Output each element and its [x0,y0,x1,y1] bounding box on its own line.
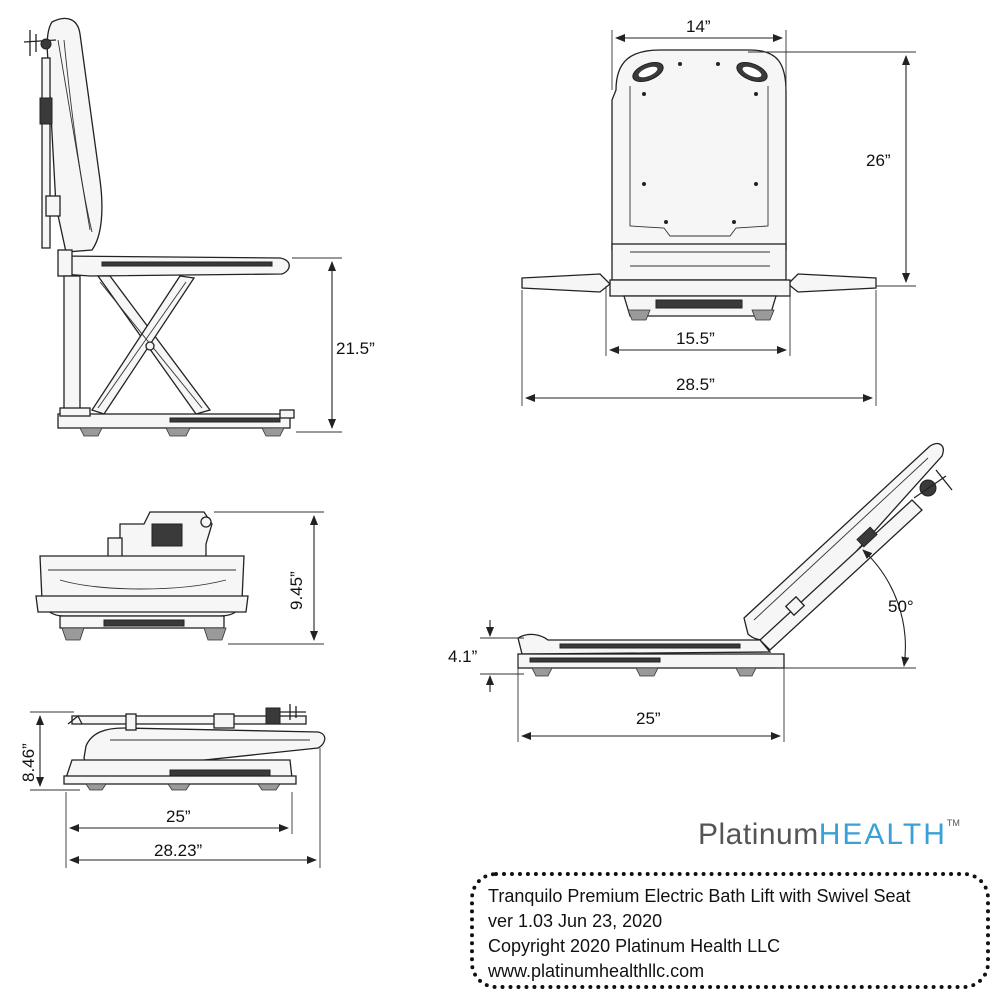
flaps-width-label: 28.5” [676,375,715,394]
front-view: 14” 26” 15.5” 28.5” [521,17,916,406]
top-view: 9.45” [35,511,324,645]
product-title: Tranquilo Premium Electric Bath Lift wit… [488,886,911,906]
back-height-label: 26” [866,151,891,170]
copyright-line: Copyright 2020 Platinum Health LLC [488,936,781,956]
product-info-box: Tranquilo Premium Electric Bath Lift wit… [470,872,990,989]
folded-height-label: 8.46” [19,743,38,782]
low-seat-height-label: 4.1” [448,647,478,666]
version-line: ver 1.03 Jun 23, 2020 [488,911,663,931]
side-height-label: 21.5” [336,339,375,358]
recline-angle-label: 50° [888,597,914,616]
logo-heal: HEAL [818,818,903,851]
platinum-health-logo: PlatinumHEALTHTM [698,818,960,862]
top-view-height-label: 9.45” [287,571,306,610]
back-width-label: 14” [686,17,711,36]
logo-platinum: Platinum [698,818,819,851]
logo-trademark: TM [946,818,960,828]
folded-view: 8.46” 25” 28.23” [19,704,326,868]
side-view-raised: 21.5” [23,17,375,437]
folded-total-length-label: 28.23” [154,841,203,860]
folded-seat-length-label: 25” [166,807,191,826]
website-link[interactable]: www.platinumhealthllc.com [488,961,705,981]
reclined-view: 4.1” 50° 25” [448,442,953,742]
recline-length-label: 25” [636,709,661,728]
seat-base-width-label: 15.5” [676,329,715,348]
logo-t-figure: T [902,818,924,851]
logo-h: H [923,818,947,851]
